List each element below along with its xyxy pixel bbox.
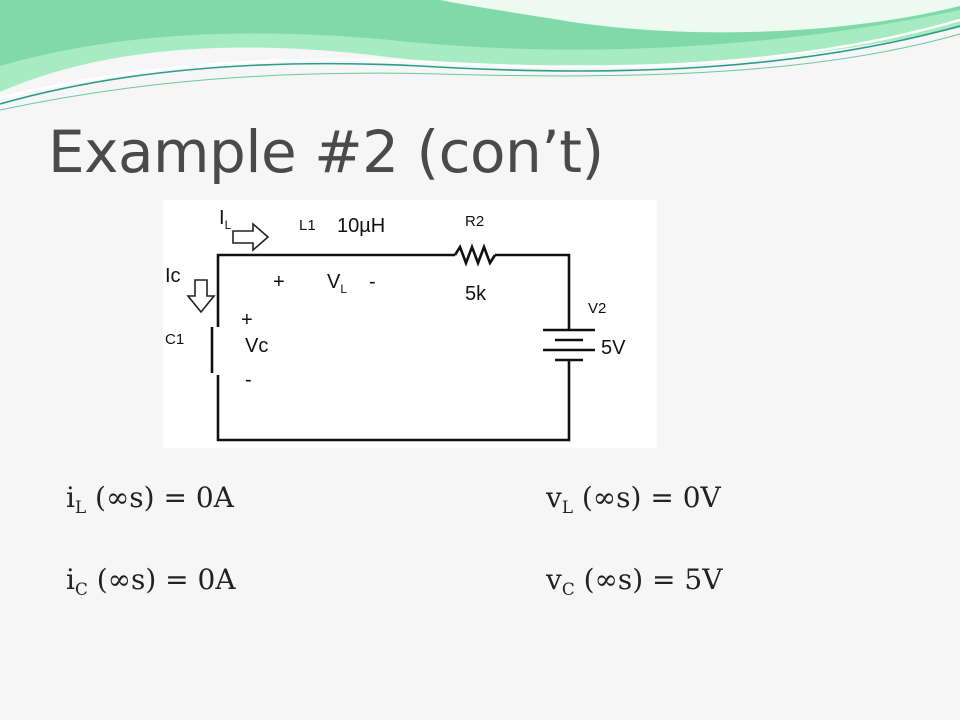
source-name: V2: [588, 300, 607, 317]
circuit-diagram: IL L1 10µH R2 5k V2 5V Ic C1 + VL - + Vc…: [163, 200, 657, 448]
battery-v2-symbol: [543, 328, 595, 362]
inductor-name: L1: [299, 217, 316, 234]
result-vc-sub: C: [561, 578, 575, 599]
capacitor-c1-symbol: [210, 325, 220, 373]
arrow-right-icon: [232, 222, 270, 252]
resistor-value: 5k: [465, 283, 487, 305]
result-vc: vC (∞s) = 5V: [546, 566, 722, 598]
result-ic: iC (∞s) = 0A: [66, 566, 236, 598]
resistor-r2-symbol: [453, 243, 497, 267]
result-ic-var: i: [66, 563, 75, 596]
resistor-name: R2: [465, 213, 485, 230]
result-ic-value: (∞s) = 0A: [87, 563, 236, 596]
arrow-down-icon: [186, 279, 216, 314]
source-value: 5V: [601, 337, 626, 359]
result-vl: vL (∞s) = 0V: [546, 484, 721, 516]
bottom-wire: [216, 360, 571, 442]
slide-title: Example #2 (con’t): [48, 118, 604, 186]
result-il-value: (∞s) = 0A: [86, 481, 234, 514]
vl-label-main: V: [327, 271, 341, 293]
vl-label: VL: [327, 272, 347, 295]
result-il: iL (∞s) = 0A: [66, 484, 234, 516]
result-il-sub: L: [74, 496, 87, 517]
result-vc-var: v: [546, 563, 562, 596]
inductor-current-label: IL: [219, 208, 231, 231]
result-il-var: i: [66, 481, 75, 514]
result-vl-var: v: [546, 481, 562, 514]
result-vc-value: (∞s) = 5V: [574, 563, 723, 596]
capacitor-current-label: Ic: [165, 265, 181, 287]
vc-label: Vc: [245, 335, 269, 357]
vl-label-sub: L: [340, 282, 348, 296]
vl-minus-sign: -: [369, 271, 376, 293]
result-vl-value: (∞s) = 0V: [572, 481, 721, 514]
circuit-wires: [186, 222, 595, 442]
vc-minus-sign: -: [245, 369, 252, 391]
right-wire-top: [495, 253, 571, 330]
header-wave-decoration: [0, 0, 960, 111]
capacitor-name: C1: [165, 331, 185, 348]
result-vl-sub: L: [561, 496, 573, 517]
vl-plus-sign: +: [273, 271, 285, 293]
result-ic-sub: C: [74, 578, 88, 599]
inductor-value: 10µH: [337, 215, 386, 237]
inductor-current-sub: L: [224, 218, 232, 232]
vc-plus-sign: +: [241, 309, 253, 331]
inductor-current-main: I: [219, 207, 225, 229]
